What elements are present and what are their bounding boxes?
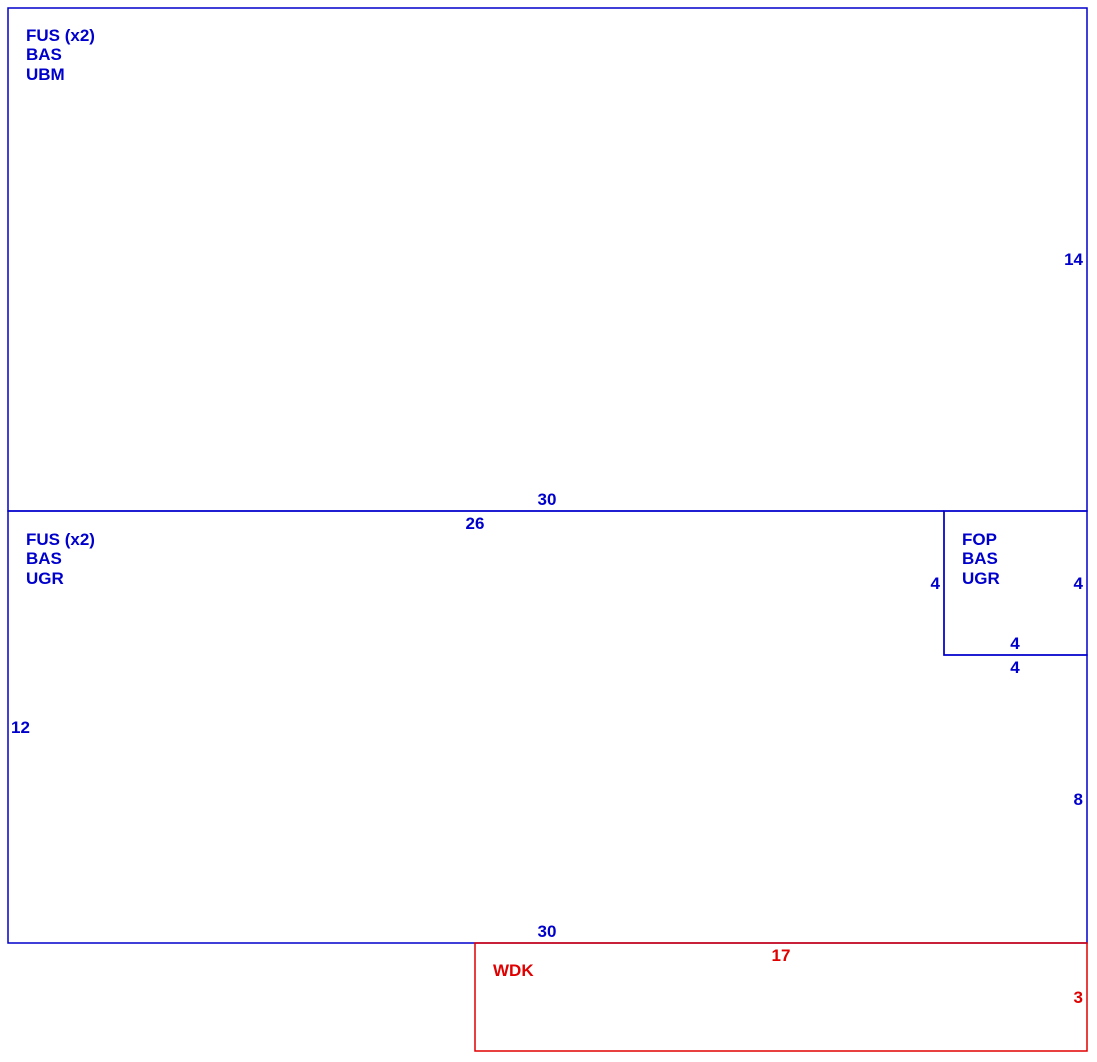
room-1-outline [7,7,1088,512]
room-4-outline [474,942,1088,1052]
room-2-label-3: UGR [26,569,64,588]
room-2-label-1: FUS (x2) [26,530,95,549]
room-3-dimension-right: 4 [1074,574,1084,593]
room-4-dimension-top: 17 [772,946,791,965]
room-1-label-3: UBM [26,65,65,84]
room-4-dimension-right: 3 [1074,988,1083,1007]
room-3-label-1: FOP [962,530,997,549]
room-1-dimension-right: 14 [1064,250,1083,269]
room-2-dimension-bottom: 30 [538,922,557,941]
room-1-label-1: FUS (x2) [26,26,95,45]
room-3: FOP BAS UGR 4 4 [943,510,1088,656]
room-3-dimension-bottom: 4 [1010,634,1020,653]
room-1-label-2: BAS [26,45,62,64]
room-2-dimension-left: 12 [11,718,30,737]
room-3-outline [943,510,1088,656]
room-2-label-2: BAS [26,549,62,568]
room-2-dimension-notch-bottom: 4 [1010,658,1020,677]
room-2-dimension-top: 26 [466,514,485,533]
room-1: FUS (x2) BAS UBM 30 14 [7,7,1088,512]
room-2: FUS (x2) BAS UGR 26 4 12 30 8 4 [7,510,1088,944]
room-3-label-2: BAS [962,549,998,568]
room-1-dimension-bottom: 30 [538,490,557,509]
room-2-dimension-notch-side: 4 [931,574,941,593]
room-2-outline [7,510,1088,944]
room-4-label-1: WDK [493,961,534,980]
room-2-dimension-right: 8 [1074,790,1083,809]
room-3-label-3: UGR [962,569,1000,588]
room-4: WDK 17 3 [474,942,1088,1052]
